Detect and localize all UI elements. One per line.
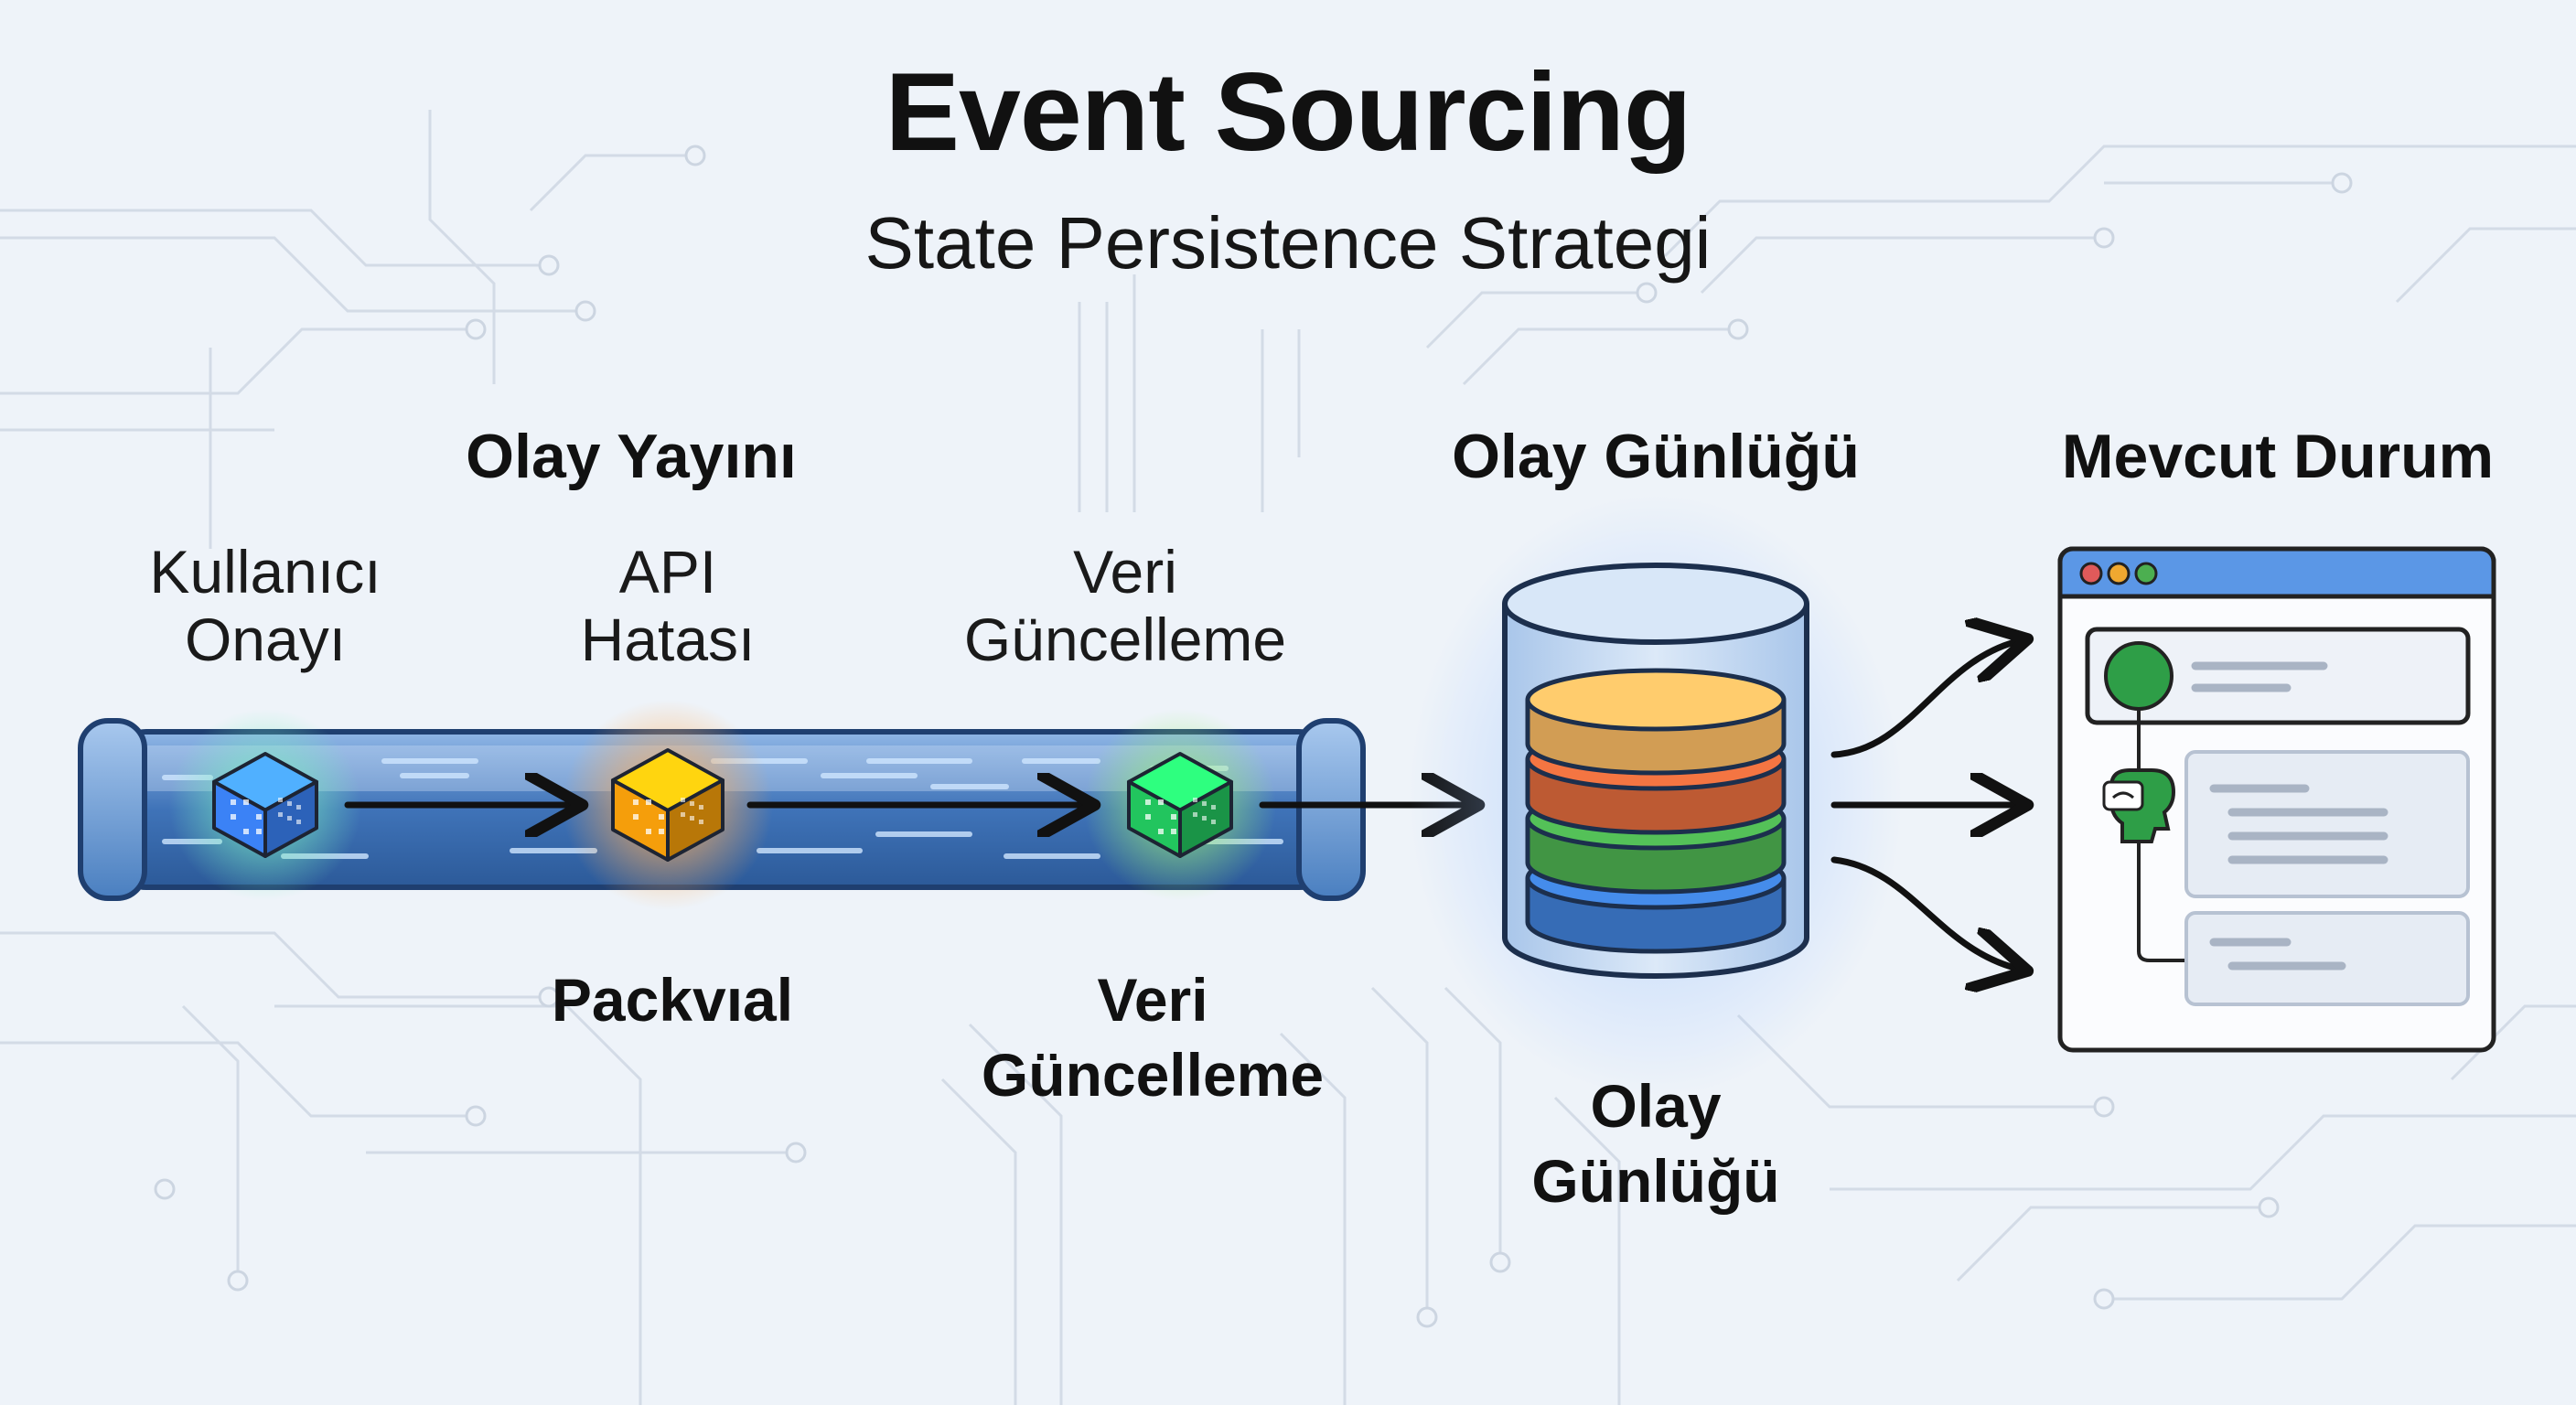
state-card	[2184, 911, 2470, 1006]
event-cube-icon	[212, 752, 318, 858]
section-event-log: Olay Günlüğü	[1452, 422, 1860, 491]
status-indicator-icon	[2104, 641, 2174, 711]
window-close-dot	[2079, 562, 2103, 585]
section-current-state: Mevcut Durum	[2061, 422, 2495, 491]
page-title: Event Sourcing	[885, 49, 1692, 174]
state-card	[2184, 750, 2470, 898]
event-cube-icon	[1127, 752, 1233, 858]
section-event-stream: Olay Yayını	[466, 422, 797, 491]
state-card	[2085, 627, 2471, 725]
window-minimize-dot	[2107, 562, 2131, 585]
event-log-database-icon	[1409, 494, 1903, 1098]
event-log-layer	[1525, 668, 1787, 776]
label-packet: Packvıal	[551, 966, 794, 1034]
current-state-window	[2057, 546, 2496, 1053]
state-arrows	[1830, 640, 2022, 970]
event-cube-icon	[611, 748, 724, 862]
window-maximize-dot	[2134, 562, 2158, 585]
page-subtitle: State Persistence Strategi	[864, 202, 1712, 284]
user-brain-icon	[2102, 768, 2176, 843]
